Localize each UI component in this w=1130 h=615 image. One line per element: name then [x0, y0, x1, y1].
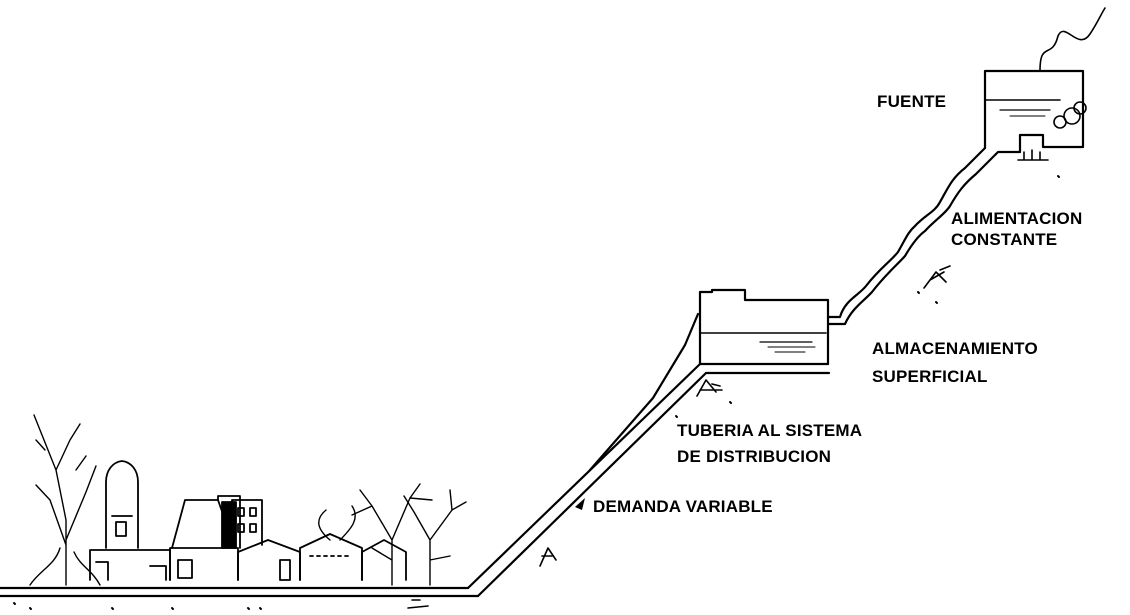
- storage-hill-slope: [588, 312, 700, 472]
- label-surface-storage-line2: SUPERFICIAL: [872, 367, 988, 386]
- label-source: FUENTE: [877, 91, 946, 112]
- storage-tank: [698, 288, 830, 366]
- label-distribution-pipe: TUBERIA AL SISTEMA DE DISTRIBUCION: [677, 418, 862, 470]
- trees: [29, 414, 467, 586]
- label-variable-demand-text: DEMANDA VARIABLE: [593, 497, 773, 516]
- label-constant-supply-line1: ALIMENTACION: [951, 209, 1083, 228]
- small-figures: [407, 149, 1049, 609]
- demand-arrow-icon: [575, 498, 585, 510]
- source-reservoir: [983, 69, 1087, 156]
- scatter-marks: [13, 175, 1060, 610]
- feed-conduit: [826, 146, 998, 326]
- label-surface-storage-line1: ALMACENAMIENTO: [872, 339, 1038, 358]
- label-constant-supply-line2: CONSTANTE: [951, 230, 1058, 249]
- label-distribution-pipe-line1: TUBERIA AL SISTEMA: [677, 421, 863, 440]
- label-constant-supply: ALIMENTACION CONSTANTE: [951, 208, 1082, 250]
- label-source-text: FUENTE: [877, 92, 947, 111]
- mountain-ridge: [1039, 7, 1106, 72]
- distribution-pipe: [466, 362, 831, 598]
- label-surface-storage: ALMACENAMIENTO SUPERFICIAL: [872, 335, 1038, 391]
- label-variable-demand: DEMANDA VARIABLE: [593, 496, 773, 517]
- ground-line: [0, 586, 480, 598]
- label-distribution-pipe-line2: DE DISTRIBUCION: [677, 447, 832, 466]
- town-buildings: [89, 460, 407, 581]
